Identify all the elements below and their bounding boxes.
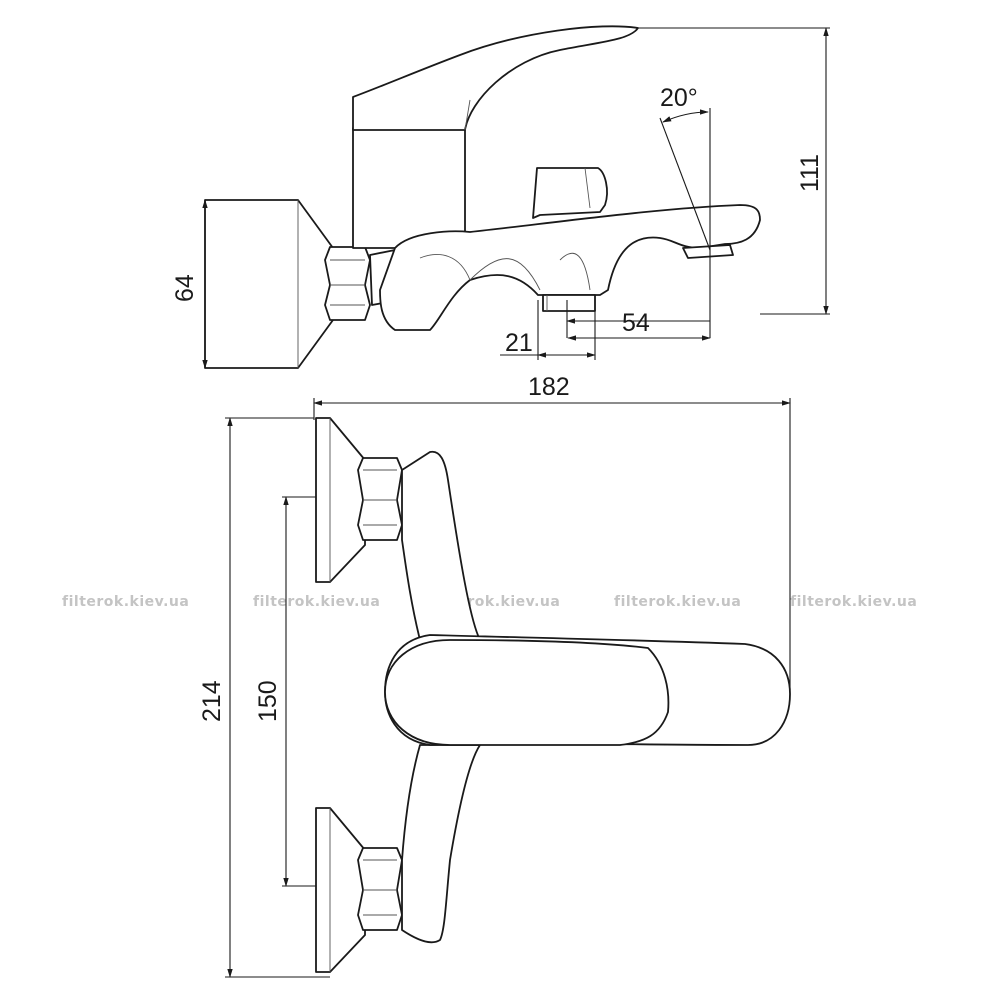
side-wall-flange — [204, 199, 334, 369]
watermark-row: filterok.kiev.ua filterok.kiev.ua filter… — [62, 594, 917, 610]
side-view: 64 111 20° 54 21 — [171, 25, 830, 369]
dim-outlet-label: 21 — [505, 329, 533, 357]
side-diverter-knob — [532, 167, 608, 219]
watermark-2: filterok.kiev.ua — [253, 594, 380, 610]
top-lower-flange — [315, 807, 366, 973]
top-mixer-body-lower — [401, 744, 481, 944]
dim-height-label: 111 — [796, 154, 824, 192]
top-lever-handle — [384, 639, 670, 746]
side-aerator — [682, 244, 734, 259]
watermark-1: filterok.kiev.ua — [62, 594, 189, 610]
dim-flange-label: 64 — [171, 274, 199, 302]
watermark-4: filterok.kiev.ua — [614, 594, 741, 610]
side-spout-body — [379, 204, 761, 331]
top-upper-hex-nut — [357, 457, 403, 541]
dim-angle-label: 20° — [660, 84, 698, 112]
top-view: 182 214 150 — [198, 373, 791, 978]
top-upper-flange — [315, 417, 366, 583]
side-bottom-outlet — [542, 294, 596, 312]
side-cartridge-column — [352, 127, 466, 249]
dim-width-label: 182 — [528, 373, 570, 401]
top-lower-hex-nut — [357, 847, 403, 931]
watermark-5: filterok.kiev.ua — [790, 594, 917, 610]
side-lever-handle — [352, 25, 639, 131]
top-mixer-body — [401, 450, 481, 641]
side-hex-nut — [324, 246, 371, 321]
dim-reach-label: 54 — [622, 309, 650, 337]
dim-total-height-label: 214 — [198, 680, 226, 722]
dim-spacing-label: 150 — [254, 680, 282, 722]
